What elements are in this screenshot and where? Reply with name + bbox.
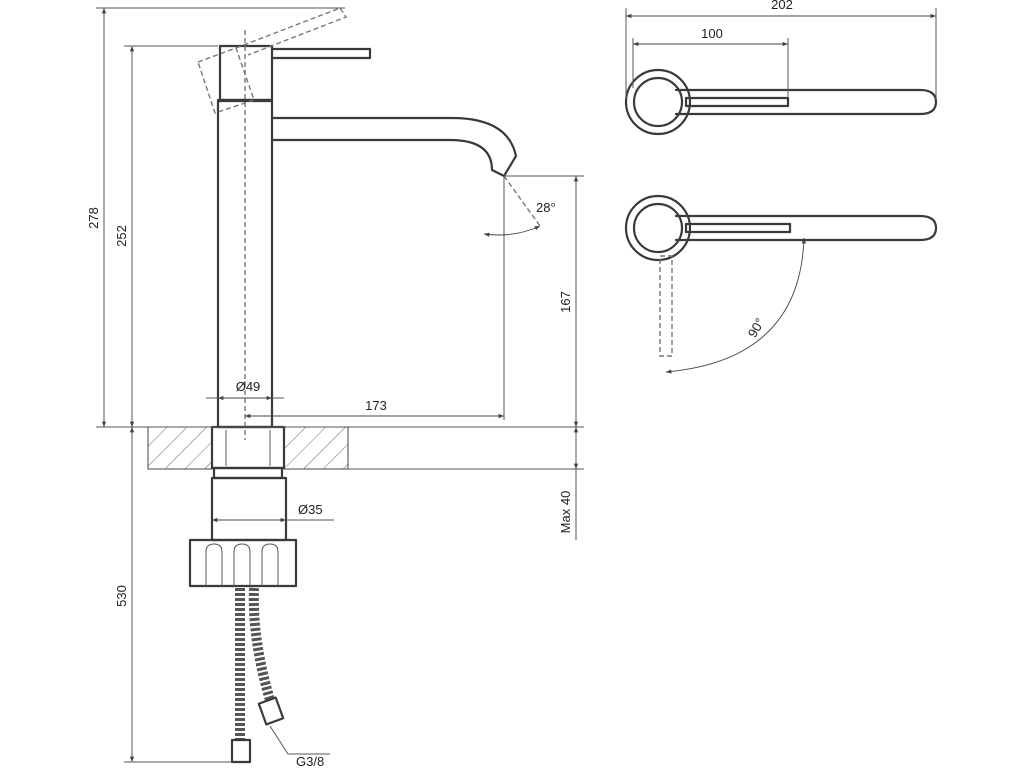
label-body-diameter: Ø49 bbox=[236, 379, 261, 394]
faucet-base bbox=[210, 425, 286, 470]
top-view-handle-closed bbox=[624, 68, 938, 136]
spout bbox=[270, 116, 518, 178]
dimensions-side: 278 252 167 173 Ø49 Ø35 Max 40 530 bbox=[86, 7, 584, 768]
label-height-spout: 252 bbox=[114, 225, 129, 247]
label-handle-length: 100 bbox=[701, 26, 723, 41]
supply-hose-right bbox=[248, 587, 275, 702]
lever-handle bbox=[218, 44, 274, 102]
label-spout-reach: 173 bbox=[365, 398, 387, 413]
faucet-side-view bbox=[147, 7, 541, 764]
label-max-thickness: Max 40 bbox=[558, 491, 573, 534]
top-view-handle-rotated bbox=[624, 194, 938, 374]
label-thread-diameter: Ø35 bbox=[298, 502, 323, 517]
mounting-thread bbox=[212, 466, 284, 480]
hose-connector-right bbox=[257, 696, 285, 726]
mounting-nut bbox=[188, 538, 298, 588]
dimensions-top: 202 100 90° bbox=[625, 0, 937, 340]
label-handle-rotation: 90° bbox=[745, 315, 768, 340]
mounting-shank bbox=[210, 476, 288, 542]
label-spout-clearance: 167 bbox=[558, 291, 573, 313]
label-hose-length: 530 bbox=[114, 585, 129, 607]
countertop-left bbox=[147, 426, 213, 470]
lever-arm bbox=[270, 47, 372, 60]
label-overall-width: 202 bbox=[771, 0, 793, 12]
hose-connector-left bbox=[230, 738, 252, 764]
lever-handle-tilted bbox=[197, 7, 348, 114]
label-height-total: 278 bbox=[86, 207, 101, 229]
countertop-right bbox=[283, 426, 349, 470]
label-hose-connection: G3/8 bbox=[296, 754, 324, 768]
label-spout-angle: 28° bbox=[536, 200, 556, 215]
